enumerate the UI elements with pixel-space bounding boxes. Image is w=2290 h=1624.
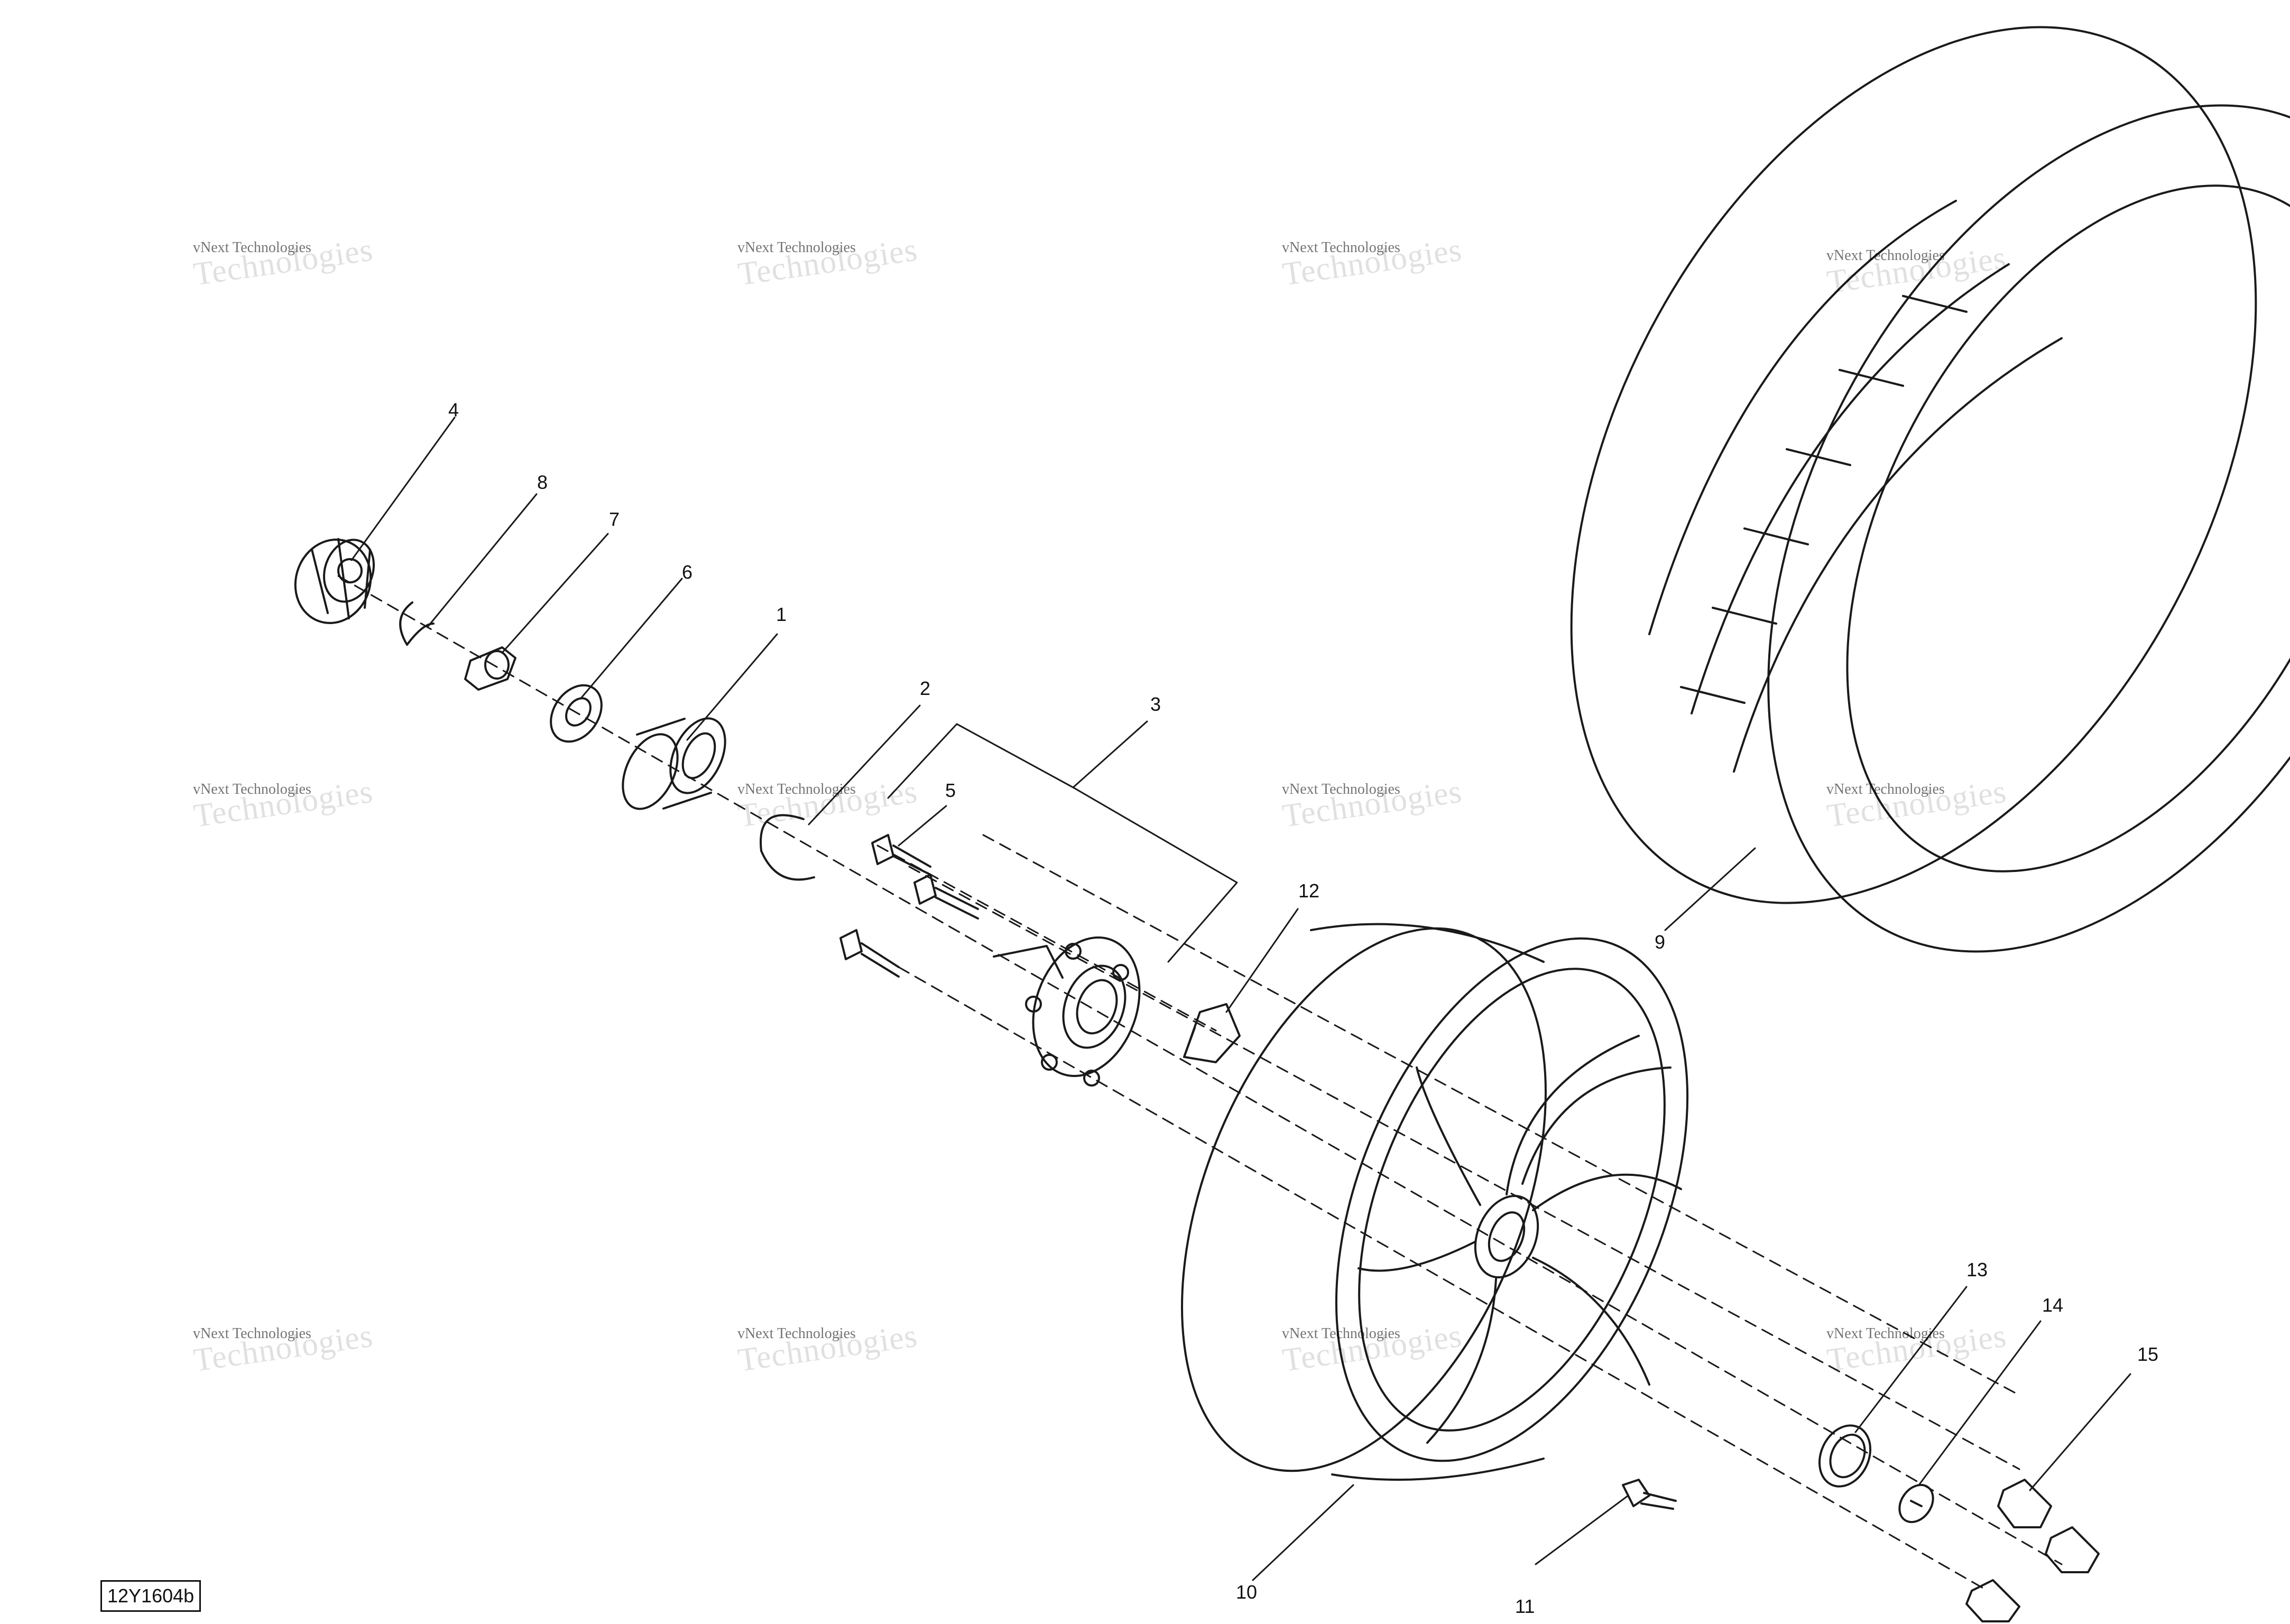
- callout-7: 7: [609, 508, 620, 530]
- callout-8: 8: [537, 471, 548, 493]
- lock-ring-part: [1818, 1424, 1872, 1488]
- callout-11: 11: [1515, 1595, 1535, 1617]
- watermark: vNext Technologies Technologies: [1824, 239, 2009, 301]
- callout-14: 14: [2042, 1294, 2064, 1316]
- watermark: vNext Technologies Technologies: [1280, 1317, 1464, 1379]
- wheel-rim-part: [1181, 923, 1689, 1481]
- axis-lines: [337, 575, 2063, 1592]
- watermark: vNext Technologies Technologies: [735, 231, 920, 293]
- callout-5: 5: [945, 779, 956, 801]
- watermark: vNext Technologies Technologies: [1824, 773, 2009, 834]
- drawing-id-label: 12Y1604b: [100, 1580, 201, 1612]
- hub-cap-part: [294, 538, 375, 624]
- callout-9: 9: [1655, 931, 1666, 953]
- watermark: vNext Technologies Technologies: [1280, 773, 1464, 834]
- watermark: vNext Technologies Technologies: [1824, 1317, 2009, 1379]
- leader-lines: [350, 416, 2131, 1581]
- wheel-stud-part: [839, 834, 979, 978]
- callout-10: 10: [1236, 1581, 1258, 1603]
- callout-4: 4: [448, 399, 459, 421]
- lug-nut-part: [1965, 1479, 2100, 1622]
- callout-15: 15: [2137, 1343, 2159, 1365]
- bearing-part: [622, 717, 726, 810]
- valve-stem-part: [1622, 1479, 1677, 1510]
- callout-3: 3: [1150, 693, 1161, 715]
- callout-6: 6: [682, 561, 693, 583]
- cotter-pin-part: [399, 601, 435, 646]
- washer-part: [550, 684, 603, 743]
- wheel-weight-part: [1183, 1003, 1241, 1063]
- watermark: vNext Technologies Technologies: [191, 773, 375, 834]
- tire-part: [1570, 26, 2290, 953]
- watermark: vNext Technologies Technologies: [735, 773, 920, 834]
- callout-12: 12: [1298, 880, 1320, 902]
- callout-2: 2: [920, 678, 931, 699]
- watermark: vNext Technologies Technologies: [1280, 231, 1464, 293]
- watermark: vNext Technologies Technologies: [191, 1317, 375, 1379]
- wheel-hub-part: [993, 936, 1141, 1087]
- retaining-ring-part: [760, 814, 815, 881]
- callout-13: 13: [1966, 1259, 1988, 1280]
- callout-1: 1: [776, 604, 787, 625]
- lug-washer-part: [1898, 1483, 1934, 1524]
- watermark: vNext Technologies Technologies: [191, 231, 375, 293]
- watermark: vNext Technologies Technologies: [735, 1317, 920, 1379]
- nut-part: [464, 646, 516, 691]
